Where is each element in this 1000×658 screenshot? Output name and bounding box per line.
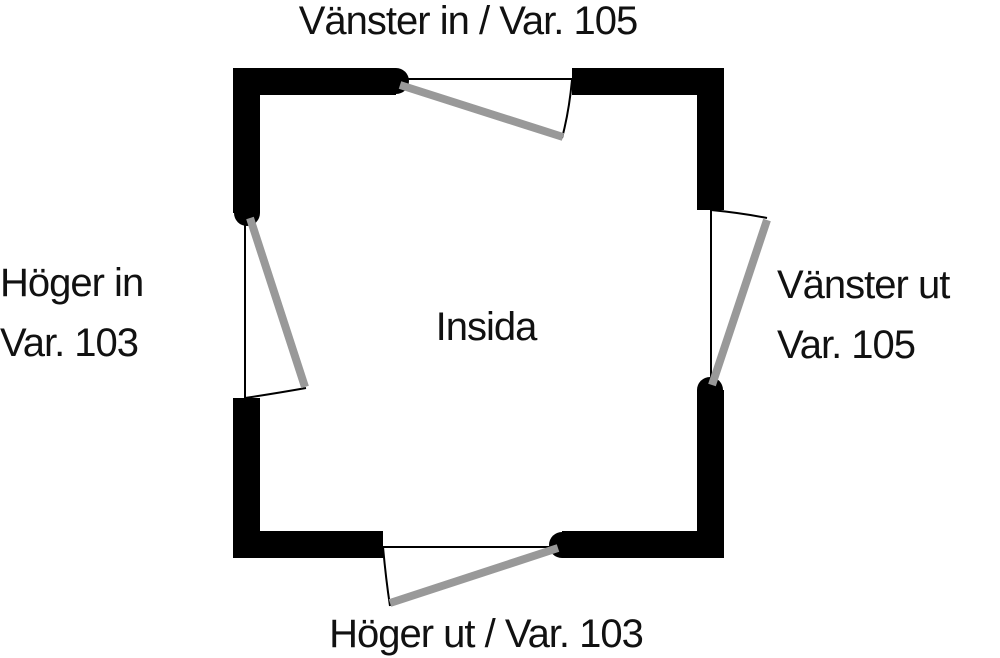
door-leaf-top xyxy=(398,81,565,141)
door-leaf-right xyxy=(708,218,771,387)
left-swing-arc xyxy=(244,387,307,399)
label-left-line1: Höger in xyxy=(0,261,143,305)
hinge-left xyxy=(234,200,260,226)
wall-top-left xyxy=(233,68,396,95)
label-top: Vänster in / Var. 105 xyxy=(299,0,637,43)
label-bottom: Höger ut / Var. 103 xyxy=(329,612,643,656)
room-walls xyxy=(233,68,724,558)
wall-left-upper xyxy=(233,68,260,213)
right-swing-arc xyxy=(710,209,768,219)
wall-right-lower xyxy=(697,390,724,558)
label-right-line1: Vänster ut xyxy=(777,263,950,307)
door-leaves xyxy=(246,81,771,607)
wall-bottom-right xyxy=(562,531,724,558)
door-leaf-left xyxy=(246,216,309,389)
label-left-line2: Var. 103 xyxy=(0,321,138,365)
label-right-line2: Var. 105 xyxy=(777,323,915,367)
wall-right-upper xyxy=(697,68,724,210)
bottom-swing-arc xyxy=(382,546,391,607)
hinge-bottom xyxy=(549,532,575,558)
top-swing-arc xyxy=(561,79,573,139)
label-center: Insida xyxy=(436,305,538,349)
door-leaf-bottom xyxy=(388,544,560,607)
wall-left-lower xyxy=(233,398,260,558)
